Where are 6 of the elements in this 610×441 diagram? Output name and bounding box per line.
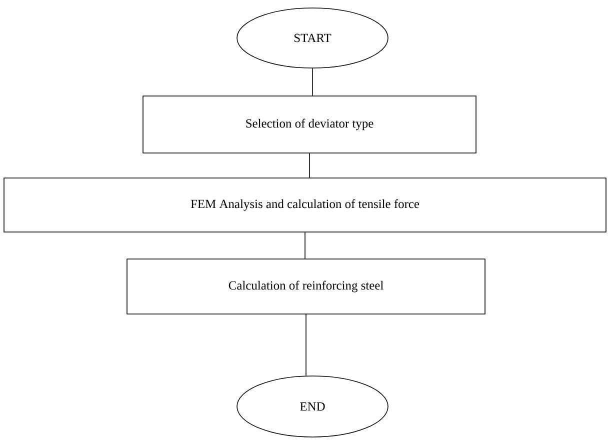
connector-line	[304, 232, 306, 259]
process-box: Calculation of reinforcing steel	[126, 258, 486, 314]
connector-line	[309, 152, 310, 178]
process-box: Selection of deviator type	[142, 96, 476, 154]
process-box: FEM Analysis and calculation of tensile force	[4, 178, 606, 232]
connector-line	[312, 68, 313, 96]
